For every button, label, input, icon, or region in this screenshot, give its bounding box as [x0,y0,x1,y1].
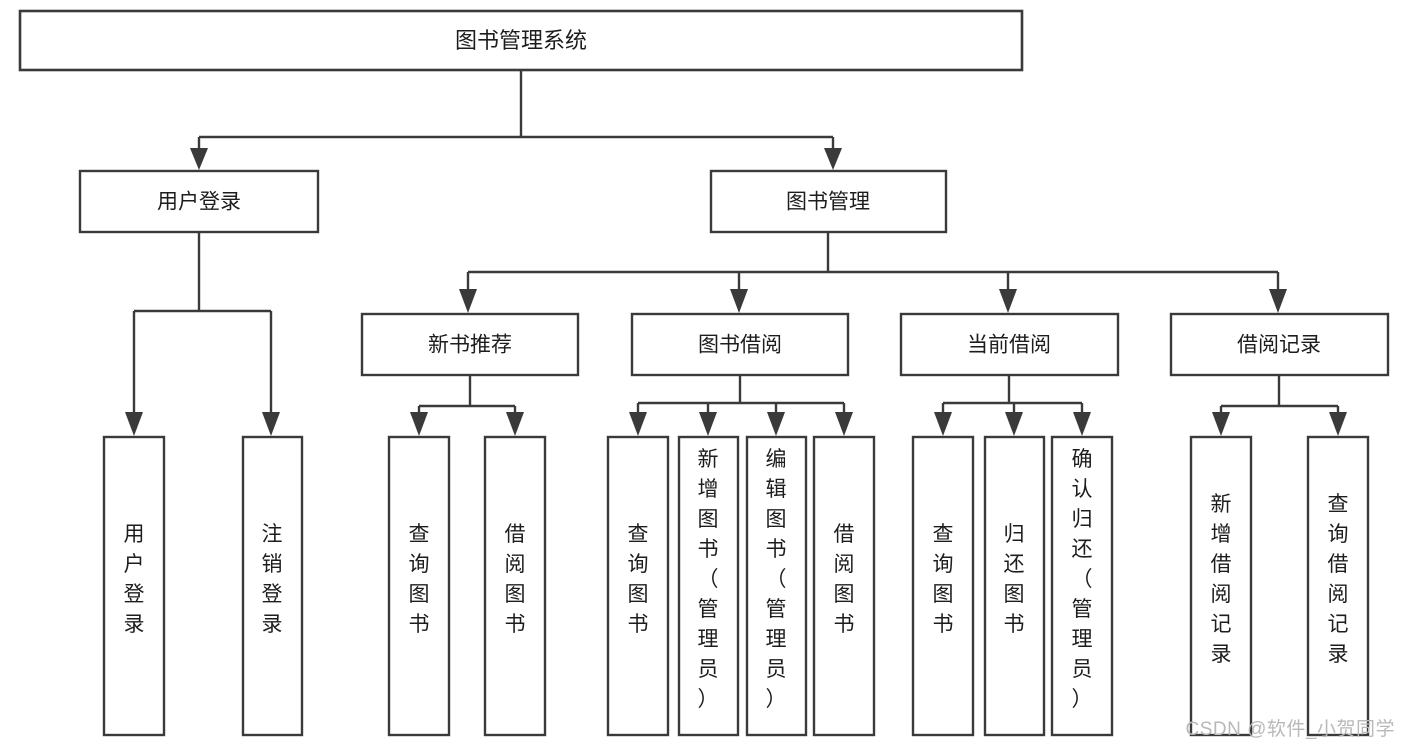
arrow-bm-to-book-borrow [730,289,748,313]
arrow-bb-to-lend-book [835,412,853,436]
node-root-box[interactable] [18,9,1024,72]
node-user-login-label: 用户登录 [157,191,241,214]
arrow-userlogin-to-leaf2 [262,412,280,436]
node-leaf-bor-lend-label: 借阅图书 [834,523,855,636]
node-borrow-record[interactable]: 借阅记录 [1169,312,1390,377]
node-borrow-record-box[interactable] [1169,312,1390,377]
node-leaf-rec-search-label: 查询借阅记录 [1328,493,1349,666]
node-new-book-rec-box[interactable] [360,312,580,377]
arrow-bb-to-edit-book [767,412,785,436]
node-current-borrow-label: 当前借阅 [967,334,1051,357]
node-leaf-cur-query-box[interactable] [911,435,975,737]
node-leaf-user-login[interactable]: 用户登录 [102,435,166,737]
node-new-book-rec[interactable]: 新书推荐 [360,312,580,377]
arrow-userlogin-to-leaf1 [125,412,143,436]
node-user-login[interactable]: 用户登录 [78,169,320,234]
node-new-book-rec-label: 新书推荐 [428,334,512,357]
node-leaf-user-logout-box[interactable] [241,435,304,737]
node-leaf-cur-query-label: 查询图书 [933,523,954,636]
arrow-cb-to-confirm-return [1073,412,1091,436]
node-current-borrow[interactable]: 当前借阅 [899,312,1120,377]
node-book-borrow-box[interactable] [630,312,850,377]
node-user-login-box[interactable] [78,169,320,234]
node-leaf-rec-add[interactable]: 新增借阅记录 [1189,435,1253,737]
arrow-bm-to-new-book-rec [459,289,477,313]
node-borrow-record-label: 借阅记录 [1237,334,1321,357]
node-leaf-bor-add-label: 新增图书（管理员） [698,448,719,711]
arrow-root-to-book-manage [824,148,842,170]
node-leaf-cur-return-label: 归还图书 [1004,523,1025,636]
node-leaf-rec-search[interactable]: 查询借阅记录 [1306,435,1370,737]
node-leaf-bor-lend-box[interactable] [812,435,876,737]
arrow-bm-to-borrow-record [1269,289,1287,313]
node-current-borrow-box[interactable] [899,312,1120,377]
node-leaf-rec-add-box[interactable] [1189,435,1253,737]
edge-group [125,70,1347,436]
arrow-bb-to-add-book [699,412,717,436]
node-leaf-cur-confirm-label: 确认归还（管理员） [1072,448,1093,711]
node-root-label: 图书管理系统 [455,28,587,53]
node-leaf-cur-confirm[interactable]: 确认归还（管理员） [1050,435,1114,737]
arrow-br-to-query-record [1329,412,1347,436]
node-leaf-rec-query-box[interactable] [387,435,451,737]
node-root[interactable]: 图书管理系统 [18,9,1024,72]
node-book-manage-label: 图书管理 [786,191,870,214]
arrow-root-to-user-login [190,148,208,170]
arrow-bb-to-query-book [629,412,647,436]
node-leaf-user-logout-label: 注销登录 [262,523,283,636]
node-leaf-bor-add[interactable]: 新增图书（管理员） [677,435,740,737]
node-leaf-bor-edit-box[interactable] [745,435,808,737]
node-leaf-bor-query-label: 查询图书 [628,523,649,636]
node-leaf-rec-borrow-box[interactable] [483,435,547,737]
node-leaf-rec-add-label: 新增借阅记录 [1211,493,1232,666]
node-leaf-cur-return[interactable]: 归还图书 [983,435,1046,737]
arrow-nbr-to-borrow-book [506,412,524,436]
node-leaf-bor-edit-label: 编辑图书（管理员） [766,448,787,711]
node-leaf-bor-query-box[interactable] [606,435,670,737]
node-leaf-bor-query[interactable]: 查询图书 [606,435,670,737]
arrow-cb-to-return-book [1005,412,1023,436]
node-leaf-bor-lend[interactable]: 借阅图书 [812,435,876,737]
node-leaf-bor-edit[interactable]: 编辑图书（管理员） [745,435,808,737]
node-leaf-rec-borrow[interactable]: 借阅图书 [483,435,547,737]
node-book-manage-box[interactable] [709,169,948,234]
arrow-cb-to-query-book [934,412,952,436]
node-leaf-user-login-label: 用户登录 [124,523,145,636]
node-leaf-rec-query[interactable]: 查询图书 [387,435,451,737]
node-book-borrow[interactable]: 图书借阅 [630,312,850,377]
node-leaf-bor-add-box[interactable] [677,435,740,737]
node-leaf-user-login-box[interactable] [102,435,166,737]
node-book-manage[interactable]: 图书管理 [709,169,948,234]
node-leaf-cur-query[interactable]: 查询图书 [911,435,975,737]
node-leaf-cur-return-box[interactable] [983,435,1046,737]
node-leaf-rec-borrow-label: 借阅图书 [505,523,526,636]
arrow-br-to-add-record [1212,412,1230,436]
node-leaf-user-logout[interactable]: 注销登录 [241,435,304,737]
node-leaf-rec-query-label: 查询图书 [409,523,430,636]
node-book-borrow-label: 图书借阅 [698,334,782,357]
arrow-nbr-to-query-book [410,412,428,436]
arrow-bm-to-current-borrow [999,289,1017,313]
node-leaf-cur-confirm-box[interactable] [1050,435,1114,737]
node-leaf-rec-search-box[interactable] [1306,435,1370,737]
